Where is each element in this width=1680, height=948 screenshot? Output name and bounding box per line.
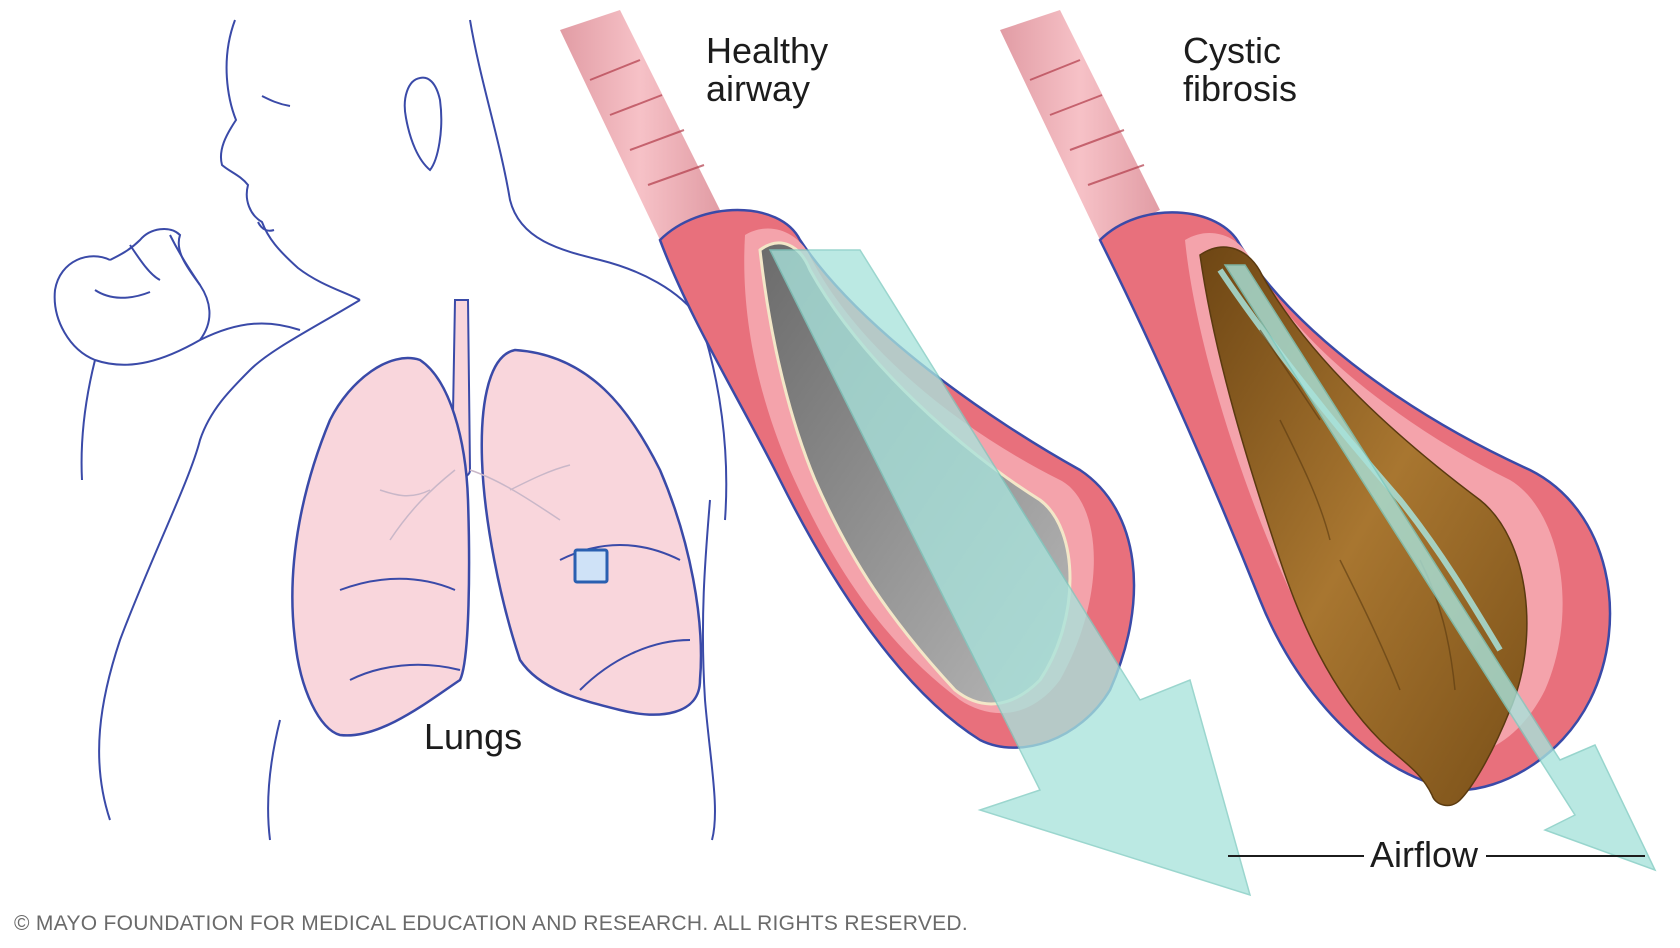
cf-airflow-arrow: [1223, 264, 1657, 872]
left-lung: [291, 356, 471, 737]
healthy-airway-label: Healthy airway: [706, 32, 828, 108]
copyright-notice: © MAYO FOUNDATION FOR MEDICAL EDUCATION …: [14, 912, 969, 935]
lungs-label: Lungs: [424, 716, 523, 757]
cystic-fibrosis-label: Cystic fibrosis: [1183, 32, 1297, 108]
airflow-label: Airflow: [1370, 834, 1479, 875]
airflow-arrows: [768, 249, 1657, 897]
healthy-airway-label-line1: Healthy: [706, 30, 829, 71]
mucus-plug: [1199, 246, 1528, 807]
person-figure: [53, 19, 728, 841]
zoom-region-marker: [573, 548, 609, 584]
cystic-fibrosis-label-line1: Cystic: [1183, 30, 1281, 71]
healthy-airflow-arrow: [768, 249, 1252, 897]
right-lung: [480, 348, 703, 716]
healthy-airway-label-line2: airway: [706, 68, 811, 109]
cystic-fibrosis-label-line2: fibrosis: [1183, 68, 1298, 109]
lungs: [291, 299, 703, 737]
